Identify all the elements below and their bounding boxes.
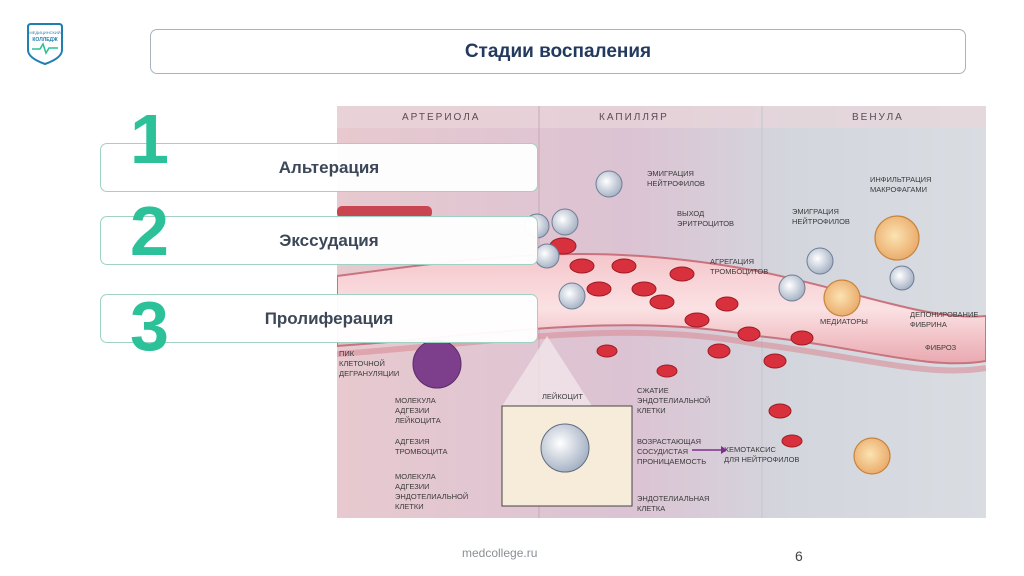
label-platelet-agg-a: АГРЕГАЦИЯ bbox=[710, 257, 754, 266]
stage-number-1: 1 bbox=[130, 104, 169, 174]
label-mediators: МЕДИАТОРЫ bbox=[820, 317, 868, 326]
label-macrophage-a: ИНФИЛЬТРАЦИЯ bbox=[870, 175, 931, 184]
stage-number-2: 2 bbox=[130, 196, 169, 266]
label-chemotaxis-a: ХЕМОТАКСИС bbox=[724, 445, 777, 454]
label-emigration-1b: НЕЙТРОФИЛОВ bbox=[647, 179, 705, 188]
title-box: Стадии воспаления bbox=[150, 29, 966, 74]
label-leukocyte: ЛЕЙКОЦИТ bbox=[542, 392, 583, 401]
label-endo-cell-a: ЭНДОТЕЛИАЛЬНАЯ bbox=[637, 494, 709, 503]
region-arteriole: АРТЕРИОЛА bbox=[402, 112, 480, 123]
label-endo-contraction-b: ЭНДОТЕЛИАЛЬНОЙ bbox=[637, 396, 710, 405]
label-endo-adhesion-b: АДГЕЗИИ bbox=[395, 482, 430, 491]
label-exit-rbc-a: ВЫХОД bbox=[677, 209, 704, 218]
label-platelet-adhesion-a: АДГЕЗИЯ bbox=[395, 437, 430, 446]
label-degranulation-b: КЛЕТОЧНОЙ bbox=[339, 359, 385, 368]
label-endo-contraction-a: СЖАТИЕ bbox=[637, 386, 669, 395]
stage-label-2: Экссудация bbox=[279, 231, 378, 251]
label-leuk-adhesion-b: АДГЕЗИИ bbox=[395, 406, 430, 415]
stage-number-3: 3 bbox=[130, 291, 169, 361]
label-emigration-2a: ЭМИГРАЦИЯ bbox=[792, 207, 839, 216]
label-endo-cell-b: КЛЕТКА bbox=[637, 504, 665, 513]
label-fibrin-a: ДЕПОНИРОВАНИЕ bbox=[910, 310, 978, 319]
label-emigration-1a: ЭМИГРАЦИЯ bbox=[647, 169, 694, 178]
label-degranulation-a: ПИК bbox=[339, 349, 355, 358]
label-leuk-adhesion-c: ЛЕЙКОЦИТА bbox=[395, 416, 441, 425]
label-endo-contraction-c: КЛЕТКИ bbox=[637, 406, 666, 415]
label-leuk-adhesion-a: МОЛЕКУЛА bbox=[395, 396, 436, 405]
label-degranulation-c: ДЕГРАНУЛЯЦИИ bbox=[339, 369, 399, 378]
page-title: Стадии воспаления bbox=[465, 41, 651, 63]
region-venule: ВЕНУЛА bbox=[852, 112, 904, 123]
footer-site: medcollege.ru bbox=[462, 546, 537, 560]
region-capillary: КАПИЛЛЯР bbox=[599, 112, 669, 123]
label-platelet-agg-b: ТРОМБОЦИТОВ bbox=[710, 267, 768, 276]
label-chemotaxis-b: ДЛЯ НЕЙТРОФИЛОВ bbox=[724, 455, 799, 464]
label-endo-adhesion-a: МОЛЕКУЛА bbox=[395, 472, 436, 481]
label-permeability-a: ВОЗРАСТАЮЩАЯ bbox=[637, 437, 701, 446]
logo-line2: КОЛЛЕДЖ bbox=[32, 37, 58, 43]
logo-line1: МЕДИЦИНСКИЙ bbox=[29, 30, 60, 35]
college-logo: МЕДИЦИНСКИЙ КОЛЛЕДЖ bbox=[22, 20, 68, 66]
label-permeability-b: СОСУДИСТАЯ bbox=[637, 447, 688, 456]
label-endo-adhesion-d: КЛЕТКИ bbox=[395, 502, 424, 511]
leukocyte-icon bbox=[541, 424, 589, 472]
label-emigration-2b: НЕЙТРОФИЛОВ bbox=[792, 217, 850, 226]
stage-label-1: Альтерация bbox=[279, 158, 379, 178]
label-endo-adhesion-c: ЭНДОТЕЛИАЛЬНОЙ bbox=[395, 492, 468, 501]
label-fibrin-b: ФИБРИНА bbox=[910, 320, 947, 329]
label-exit-rbc-b: ЭРИТРОЦИТОВ bbox=[677, 219, 734, 228]
stage-label-3: Пролиферация bbox=[265, 309, 394, 329]
label-permeability-c: ПРОНИЦАЕМОСТЬ bbox=[637, 457, 706, 466]
page-number: 6 bbox=[795, 548, 803, 564]
label-fibrosis: ФИБРОЗ bbox=[925, 343, 957, 352]
label-macrophage-b: МАКРОФАГАМИ bbox=[870, 185, 927, 194]
mast-cell bbox=[413, 340, 461, 388]
label-platelet-adhesion-b: ТРОМБОЦИТА bbox=[395, 447, 447, 456]
